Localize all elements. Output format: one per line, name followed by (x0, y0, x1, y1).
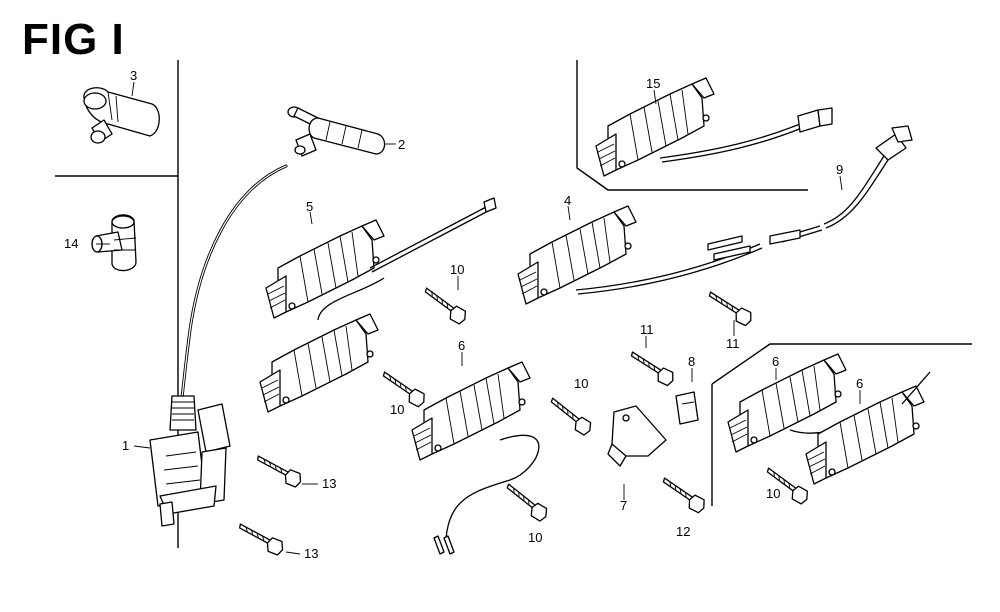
callout-15: 15 (646, 76, 660, 91)
callout-labels: 1 2 3 4 5 6 6 6 7 8 9 10 10 10 10 10 11 … (64, 68, 863, 561)
callout-4: 4 (564, 193, 571, 208)
part-7-bracket[interactable] (607, 405, 667, 467)
part-13-bolt-b[interactable] (235, 523, 287, 557)
part-3-plug-cap[interactable] (83, 87, 160, 144)
callout-9: 9 (836, 162, 843, 177)
callout-10b: 10 (390, 402, 404, 417)
part-4-charge-coil[interactable] (517, 205, 763, 305)
callout-10a: 10 (450, 262, 464, 277)
part-6-charge-coil[interactable] (411, 361, 540, 555)
part-8-clip[interactable] (675, 391, 699, 425)
callout-14: 14 (64, 236, 78, 251)
part-9-lead-wire[interactable] (769, 125, 913, 245)
part-12-bolt[interactable] (657, 477, 710, 515)
part-5-exciter-coil[interactable] (265, 197, 497, 321)
figure-title: FIG I (22, 15, 125, 64)
leader-lines (96, 81, 861, 555)
callout-10c: 10 (574, 376, 588, 391)
callout-11b: 11 (726, 336, 740, 351)
part-11-bolt-b[interactable] (626, 351, 678, 388)
part-10-bolt-a[interactable] (418, 287, 472, 326)
callout-6c: 6 (856, 376, 863, 391)
part-2-plug-cap[interactable] (287, 106, 386, 157)
callout-8: 8 (688, 354, 695, 369)
part-14-plug-elbow[interactable] (91, 214, 137, 272)
part-10-bolt-c[interactable] (543, 397, 597, 438)
callout-12: 12 (676, 524, 690, 539)
callout-6b: 6 (772, 354, 779, 369)
part-10-bolt-d[interactable] (499, 483, 553, 524)
part-5-coil-lower[interactable] (259, 313, 379, 413)
callout-1: 1 (122, 438, 129, 453)
callout-11a: 11 (640, 322, 654, 337)
part-13-bolt-a[interactable] (253, 455, 305, 489)
callout-3: 3 (130, 68, 137, 83)
callout-7: 7 (620, 498, 627, 513)
callout-5: 5 (306, 199, 313, 214)
callout-13a: 13 (322, 476, 336, 491)
callout-13b: 13 (304, 546, 318, 561)
callout-10e: 10 (766, 486, 780, 501)
part-6-coil-inset-b[interactable] (805, 371, 931, 485)
callout-6a: 6 (458, 338, 465, 353)
part-15-coil-assembly[interactable] (595, 77, 833, 177)
callout-10d: 10 (528, 530, 542, 545)
part-11-bolt-a[interactable] (704, 291, 756, 328)
part-1-ignition-coil[interactable] (149, 164, 288, 527)
callout-2: 2 (398, 137, 405, 152)
